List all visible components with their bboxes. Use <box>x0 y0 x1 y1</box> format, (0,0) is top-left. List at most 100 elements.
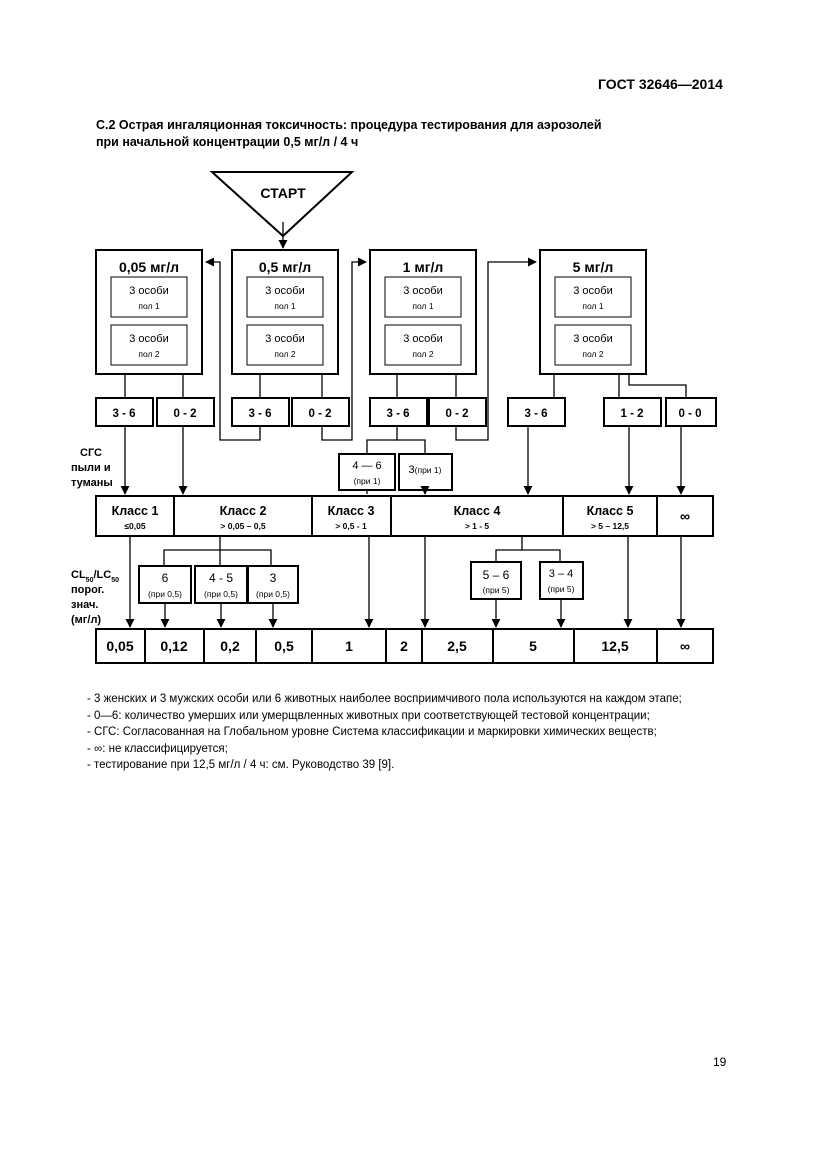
concentration-label: 0,05 мг/л <box>119 259 179 275</box>
outcome-label: 1 - 2 <box>620 408 643 420</box>
mid-box-3 <box>398 453 453 491</box>
lower-box-top: 3 – 4 <box>549 568 573 580</box>
outcome-box <box>95 397 154 427</box>
class-band: Класс 1 ≤0,05 Класс 2 > 0,05 – 0,5 Класс… <box>95 495 714 537</box>
group-sex: пол 2 <box>412 349 433 359</box>
group-sex: пол 1 <box>412 301 433 311</box>
group-sex: пол 1 <box>274 301 295 311</box>
outcome-box <box>665 397 717 427</box>
legend-note: - 0—6: количество умерших или умерщвленн… <box>87 709 650 722</box>
mid-box-top: 4 — 6 <box>352 460 381 472</box>
class-range: > 0,5 - 1 <box>335 521 367 531</box>
standard-number: ГОСТ 32646—2014 <box>598 76 723 92</box>
lc50-value: 2,5 <box>447 638 467 654</box>
group-count: 3 особи <box>129 333 168 345</box>
outcome-box <box>156 397 215 427</box>
page-number: 19 <box>713 1055 727 1069</box>
concentration-label: 1 мг/л <box>403 259 444 275</box>
class-name: Класс 3 <box>328 504 375 518</box>
section-title-line-2: при начальной концентрации 0,5 мг/л / 4 … <box>96 135 359 149</box>
concentration-box-1: 1 мг/л 3 особи пол 1 3 особи пол 2 <box>369 249 477 375</box>
concentration-box-0-05: 0,05 мг/л 3 особи пол 1 3 особи пол 2 <box>95 249 203 375</box>
connector-lower-left <box>163 536 221 566</box>
lc50-value: 1 <box>345 638 353 654</box>
group-count: 3 особи <box>573 333 612 345</box>
concentration-label: 0,5 мг/л <box>259 259 311 275</box>
start-label: СТАРТ <box>260 185 306 201</box>
outcome-box <box>507 397 566 427</box>
group-sex: пол 2 <box>274 349 295 359</box>
lc50-value: 0,12 <box>160 638 187 654</box>
lower-box <box>539 561 584 600</box>
class-name: Класс 1 <box>112 504 159 518</box>
lc50-value: 0,5 <box>274 638 294 654</box>
legend-note: - 3 женских и 3 мужских особи или 6 живо… <box>87 693 682 705</box>
lc50-label-line: порог. <box>71 584 104 596</box>
outcome-connectors <box>124 374 687 398</box>
lower-boxes: 6 (при 0,5) 4 - 5 (при 0,5) 3 (при 0,5) … <box>138 561 584 604</box>
lc50-value: ∞ <box>680 638 690 654</box>
ghs-label: туманы <box>71 477 113 489</box>
mid-box-bottom: (при 1) <box>415 465 442 475</box>
outcome-label: 3 - 6 <box>248 408 271 420</box>
connector-mid-right <box>397 439 426 454</box>
group-count: 3 особи <box>265 285 304 297</box>
lc50-label-line: (мг/л) <box>71 614 101 626</box>
animal-group-sex-1 <box>384 276 462 318</box>
lc50-value: 0,05 <box>106 638 133 654</box>
animal-group-sex-2 <box>384 324 462 366</box>
outcome-label: 0 - 0 <box>678 408 701 420</box>
outcome-box <box>291 397 350 427</box>
class-name: Класс 2 <box>220 504 267 518</box>
class-range: > 1 - 5 <box>465 521 490 531</box>
outcome-boxes: 3 - 6 0 - 2 3 - 6 0 - 2 3 - 6 0 - 2 3 - … <box>95 397 717 427</box>
ghs-label: СГС <box>80 447 102 459</box>
group-count: 3 особи <box>403 285 442 297</box>
arrow-to-0-05 <box>205 257 261 441</box>
class-name: Класс 4 <box>454 504 501 518</box>
outcome-box <box>231 397 290 427</box>
legend-note: - СГС: Согласованная на Глобальном уровн… <box>87 726 657 738</box>
outcome-label: 3 - 6 <box>386 408 409 420</box>
group-sex: пол 1 <box>582 301 603 311</box>
animal-group-sex-1 <box>110 276 188 318</box>
lc50-label: CL50/LC50 <box>71 569 119 584</box>
class-range: > 0,05 – 0,5 <box>220 521 265 531</box>
lc50-value: 2 <box>400 638 408 654</box>
lower-box-top: 4 - 5 <box>209 571 233 585</box>
ghs-label: пыли и <box>71 462 111 474</box>
animal-group-sex-2 <box>246 324 324 366</box>
class-arrows <box>120 426 686 495</box>
lower-box-bottom: (при 0,5) <box>148 589 182 599</box>
concentration-label: 5 мг/л <box>573 259 614 275</box>
mid-box-4-6 <box>338 453 396 491</box>
animal-group-sex-2 <box>110 324 188 366</box>
lower-box-top: 3 <box>270 571 277 585</box>
group-count: 3 особи <box>403 333 442 345</box>
class-range: ≤0,05 <box>124 521 145 531</box>
lower-box-top: 5 – 6 <box>483 568 510 582</box>
outcome-label: 3 - 6 <box>112 408 135 420</box>
group-sex: пол 2 <box>138 349 159 359</box>
start-triangle <box>209 171 355 238</box>
group-sex: пол 2 <box>582 349 603 359</box>
class-name: ∞ <box>680 508 690 524</box>
outcome-box <box>428 397 487 427</box>
group-sex: пол 1 <box>138 301 159 311</box>
legend-note: - тестирование при 12,5 мг/л / 4 ч: см. … <box>87 759 395 771</box>
lc50-value-row: 0,05 0,12 0,2 0,5 1 2 2,5 5 12,5 ∞ <box>95 628 714 664</box>
connector-lower-5-left <box>495 536 523 562</box>
lower-box-bottom: (при 5) <box>548 584 575 594</box>
group-count: 3 особи <box>573 285 612 297</box>
outcome-box <box>369 397 428 427</box>
arrow-to-5 <box>455 257 537 441</box>
concentration-box-0-5: 0,5 мг/л 3 особи пол 1 3 особи пол 2 <box>231 249 339 375</box>
connector-mid-left <box>366 426 398 454</box>
legend-note: - ∞: не классифицируется; <box>87 742 228 755</box>
outcome-label: 0 - 2 <box>308 408 331 420</box>
class-range: > 5 – 12,5 <box>591 521 629 531</box>
lower-box-top: 6 <box>162 571 169 585</box>
lc50-value: 12,5 <box>601 638 628 654</box>
outcome-label: 0 - 2 <box>445 408 468 420</box>
